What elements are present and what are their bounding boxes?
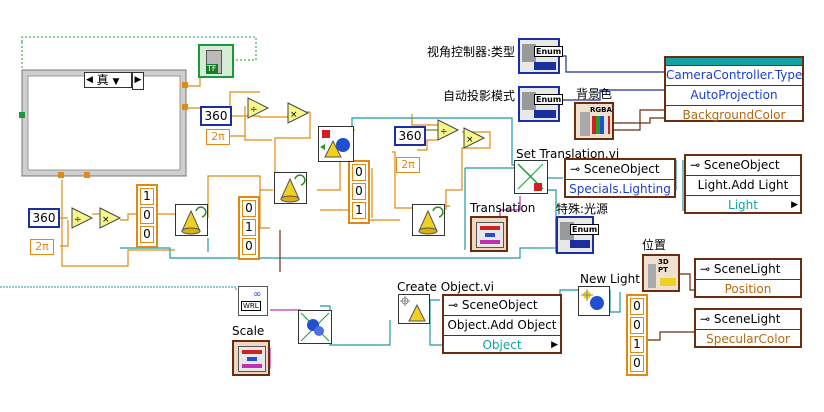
property-node-icon: ⊸ [700, 312, 714, 326]
svg-text:×: × [466, 135, 474, 145]
enum-special-light-label: Enum [570, 224, 600, 235]
point-3d-control[interactable]: 3D PT [642, 254, 680, 292]
label-special-light: 特殊:光源 [556, 202, 609, 216]
add-light-header: ⊸ SceneObject [686, 156, 800, 176]
invoke-node-icon: ⊸ [690, 158, 704, 172]
add-light-invoke-node[interactable]: ⊸ SceneObject Light.Add Light Light▶ [684, 154, 802, 214]
add-object-method[interactable]: Object.Add Object [444, 316, 560, 336]
case-prev-arrow[interactable]: ◀ [86, 75, 93, 85]
invoke-node-icon: ⊸ [448, 298, 462, 312]
constant-360-a[interactable]: 360 [200, 106, 232, 126]
array-constant-010[interactable]: 0 1 0 [238, 196, 260, 260]
scene-objects-icon[interactable] [318, 126, 354, 162]
add-object-param[interactable]: Object▶ [482, 338, 558, 352]
specular-color-property[interactable]: SpecularColor [706, 332, 790, 346]
enum-camera-type[interactable]: Enum [518, 38, 564, 74]
translation-cluster-control[interactable] [470, 216, 508, 252]
point-3d-label: 3D PT [658, 258, 669, 274]
two-pi-constant-c[interactable]: 2π [396, 157, 420, 173]
add-object-invoke-node[interactable]: ⊸ SceneObject Object.Add Object Object▶ [442, 294, 562, 354]
constant-360-c[interactable]: 360 [394, 126, 426, 146]
specials-property-node[interactable]: ⊸ SceneObject Specials.Lighting [564, 158, 676, 198]
new-light-icon[interactable] [578, 286, 610, 316]
property-node-icon: ⊸ [700, 262, 714, 276]
array-constant-100[interactable]: 1 0 0 [136, 184, 158, 248]
case-next-arrow[interactable]: ▶ [132, 72, 144, 90]
svg-text:÷: ÷ [74, 215, 82, 225]
chevron-right-icon: ▶ [791, 200, 798, 210]
boolean-constant-icon[interactable]: TF [198, 44, 234, 78]
two-pi-constant-a[interactable]: 2π [206, 129, 230, 145]
add-light-method[interactable]: Light.Add Light [686, 176, 800, 196]
rgba-label: RGBA [590, 106, 612, 114]
label-new-light: New Light [580, 272, 640, 286]
chevron-down-icon[interactable]: ▼ [112, 77, 120, 87]
camera-property-node[interactable]: CameraController.Type AutoProjection Bac… [664, 56, 804, 122]
enum-special-light[interactable]: Enum [556, 216, 600, 254]
rotate-object-icon-b[interactable] [274, 172, 307, 204]
property-node-icon: ⊸ [570, 162, 584, 176]
svg-text:×: × [290, 110, 298, 120]
position-property[interactable]: Position [724, 282, 772, 296]
label-auto-projection: 自动投影模式 [443, 89, 516, 103]
svg-text:÷: ÷ [440, 127, 448, 137]
scene-light-position-node[interactable]: ⊸ SceneLight Position [694, 258, 802, 298]
camera-type-property[interactable]: CameraController.Type [666, 66, 802, 86]
label-background-color: 背景色 [576, 87, 613, 101]
wrl-label: WRL [241, 301, 261, 311]
label-position: 位置 [642, 238, 667, 252]
label-translation: Translation [470, 201, 536, 215]
chevron-right-icon: ▶ [551, 340, 558, 350]
rotate-object-icon-c[interactable] [412, 204, 445, 236]
array-constant-001[interactable]: 0 0 1 [348, 160, 370, 224]
label-set-translation: Set Translation.vi [516, 147, 620, 161]
case-selector-label: 真 [96, 73, 109, 87]
array-constant-0010[interactable]: 0 0 1 0 [626, 294, 648, 376]
svg-text:÷: ÷ [250, 105, 258, 115]
svg-text:×: × [102, 215, 110, 225]
auto-projection-property[interactable]: AutoProjection [666, 86, 802, 106]
scale-cluster-control[interactable] [232, 340, 270, 376]
add-object-header: ⊸ SceneObject [444, 296, 560, 316]
constant-360-b[interactable]: 360 [28, 208, 60, 228]
rotate-object-icon-a[interactable] [175, 204, 208, 236]
rgba-color-control[interactable]: RGBA [574, 102, 614, 140]
two-pi-constant-b[interactable]: 2π [30, 239, 54, 255]
create-object-icon[interactable] [398, 294, 430, 324]
tf-label: TF [206, 64, 218, 73]
scene-light-specular-node[interactable]: ⊸ SceneLight SpecularColor [694, 308, 802, 348]
enum-auto-projection-label: Enum [534, 94, 564, 105]
label-camera-type: 视角控制器:类型 [427, 45, 516, 59]
specials-lighting-property[interactable]: Specials.Lighting [569, 182, 671, 196]
background-color-property[interactable]: BackgroundColor [682, 108, 786, 122]
scene-light-spec-header: ⊸ SceneLight [696, 310, 800, 330]
set-translation-icon[interactable] [514, 160, 548, 194]
label-create-object: Create Object.vi [397, 280, 495, 294]
label-scale: Scale [232, 324, 265, 338]
case-selector[interactable]: ◀ 真 ▼ [84, 72, 132, 88]
wrl-file-icon[interactable]: WRL ∞ [238, 286, 268, 316]
enum-camera-type-label: Enum [534, 46, 564, 57]
scale-object-icon[interactable] [298, 310, 332, 344]
add-light-param[interactable]: Light▶ [728, 198, 798, 212]
enum-auto-projection[interactable]: Enum [518, 86, 564, 122]
specials-header: ⊸ SceneObject [566, 160, 674, 180]
scene-light-pos-header: ⊸ SceneLight [696, 260, 800, 280]
